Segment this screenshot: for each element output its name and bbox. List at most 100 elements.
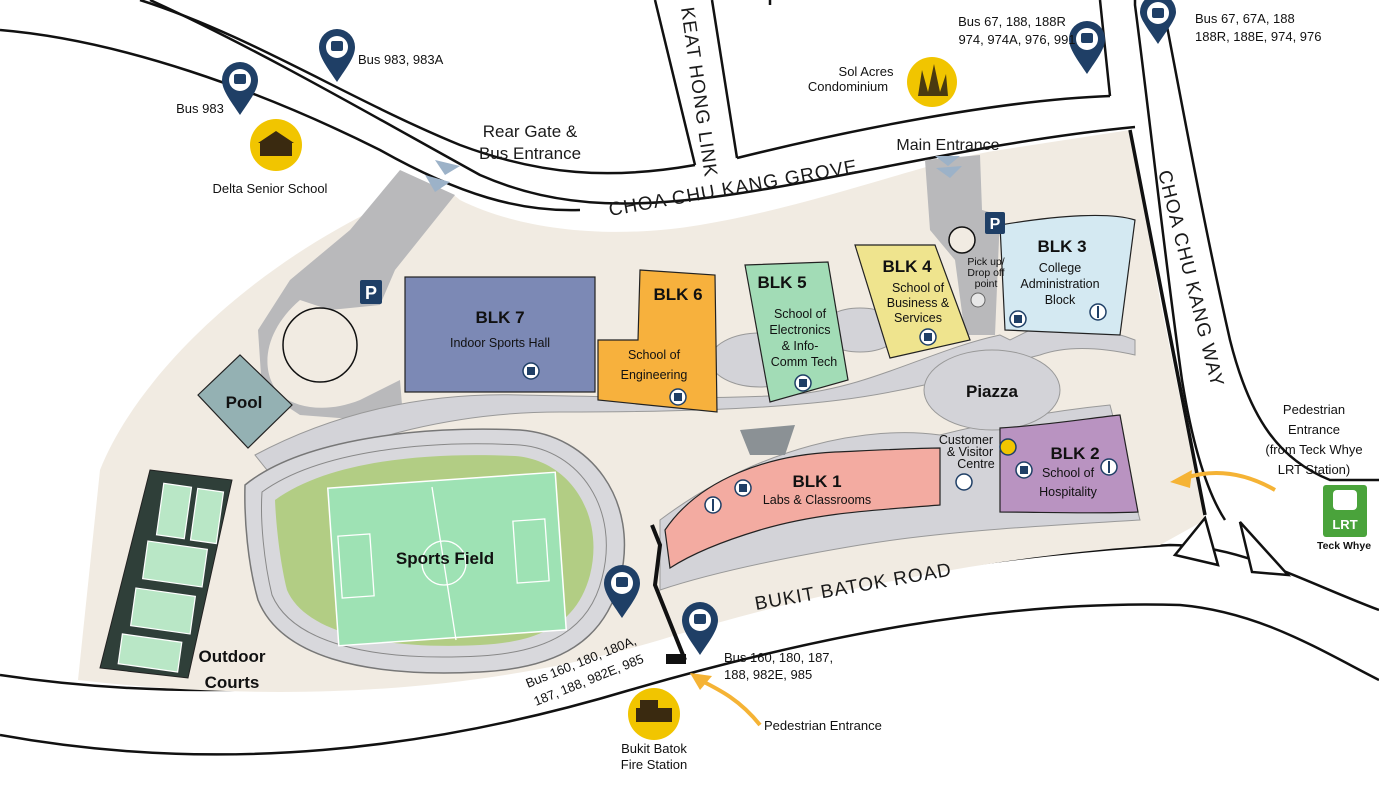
court-3 — [141, 540, 209, 588]
customer-centre-l3: Centre — [957, 457, 995, 471]
bus-pin-bbr-west[interactable] — [604, 565, 640, 618]
blk4-desc-3: Services — [894, 311, 942, 325]
parking-icon-rear: P — [360, 280, 382, 304]
blk7[interactable] — [404, 276, 596, 393]
bus-label-983: Bus 983 — [176, 101, 224, 116]
blk1[interactable] — [664, 447, 941, 570]
south-gate-post — [666, 654, 686, 664]
blk1-desc: Labs & Classrooms — [763, 493, 871, 507]
blk1-name: BLK 1 — [792, 472, 841, 491]
bus-label-way-2: 188R, 188E, 974, 976 — [1195, 29, 1322, 44]
lrt-badge-text: LRT — [1332, 517, 1357, 532]
blk2[interactable] — [999, 414, 1139, 514]
blk5[interactable] — [744, 261, 849, 403]
pool[interactable] — [197, 354, 293, 449]
road-keat-hong-east — [710, 0, 739, 159]
sports-field-label: Sports Field — [396, 549, 494, 568]
delta-school-icon — [250, 119, 302, 171]
lift-icon-blk2 — [1015, 461, 1033, 479]
svg-text:P: P — [990, 216, 1001, 233]
fire-station-label-1: Bukit Batok — [621, 741, 687, 756]
road-edge-north-inner — [0, 28, 581, 212]
lift-icon-blk4 — [919, 328, 937, 346]
lift-icon-blk5 — [794, 374, 812, 392]
main-roundabout — [948, 226, 976, 254]
road-edge-north — [149, 0, 1136, 205]
blk7-name: BLK 7 — [475, 308, 524, 327]
ped-south-label: Pedestrian Entrance — [764, 718, 882, 733]
dropoff-icon — [970, 292, 986, 308]
campus-east-boundary — [1128, 129, 1207, 516]
piazza-label: Piazza — [966, 382, 1019, 401]
field-pitch[interactable] — [326, 471, 568, 647]
svg-text:P: P — [365, 283, 377, 303]
ped-east-arrowhead — [1170, 470, 1192, 488]
bus-label-grove-1: Bus 67, 188, 188R — [958, 14, 1066, 29]
blk6[interactable] — [597, 269, 718, 413]
field-centre-circle — [421, 540, 467, 586]
pool-label: Pool — [226, 393, 263, 412]
ped-east-arrow — [1184, 471, 1276, 492]
blk5-desc-3: & Info- — [782, 339, 819, 353]
customer-centre-l1: Customer — [939, 433, 993, 447]
sol-acres-icon — [907, 57, 957, 107]
bus-pin-bbr-east[interactable] — [682, 602, 718, 655]
ped-south-arrowhead — [690, 673, 712, 690]
delta-school-label: Delta Senior School — [213, 181, 328, 196]
blk2-name: BLK 2 — [1050, 444, 1099, 463]
main-entrance-label: Main Entrance — [896, 137, 999, 154]
blk2-desc-1: School of — [1042, 466, 1095, 480]
junction-island-1 — [1172, 515, 1220, 567]
accessibility-icon — [955, 473, 973, 491]
field-halfway — [431, 486, 457, 641]
dining-icon-blk3 — [1089, 303, 1107, 321]
court-5 — [117, 633, 183, 673]
field-box-right — [512, 518, 550, 584]
road-way-east — [1160, 0, 1379, 482]
connector-blk1 — [740, 425, 795, 455]
blk3-desc-3: Block — [1045, 293, 1076, 307]
bus-pin-grove[interactable] — [1069, 21, 1105, 74]
customer-centre-l2: & Visitor — [947, 445, 993, 459]
court-1 — [155, 482, 193, 540]
blk3-desc-1: College — [1039, 261, 1081, 275]
dining-icon-blk1 — [704, 496, 722, 514]
bus-label-bbr-east-1: Bus 160, 180, 187, — [724, 650, 833, 665]
bus-label-983a: Bus 983, 983A — [358, 52, 444, 67]
field-box-left — [337, 533, 375, 599]
blk6-name: BLK 6 — [653, 285, 702, 304]
main-entrance-chevron-2 — [936, 166, 962, 178]
road-bbr-south — [0, 603, 1379, 756]
bus-label-grove-2: 974, 974A, 976, 991 — [958, 32, 1075, 47]
blk3-name: BLK 3 — [1037, 237, 1086, 256]
blk5-name: BLK 5 — [757, 273, 806, 292]
ped-east-1: Pedestrian — [1283, 402, 1345, 417]
blk4[interactable] — [854, 244, 971, 359]
pickup-l2: Drop off — [967, 267, 1004, 279]
road-keat-hong-west — [653, 0, 697, 166]
blk5-desc-1: School of — [774, 307, 827, 321]
lrt-station-label: Teck Whye — [1317, 540, 1371, 552]
lift-icon-blk7 — [522, 362, 540, 380]
road-edge-grove-top-east — [736, 94, 1111, 160]
rear-gate-chevron-1 — [435, 160, 460, 175]
bus-label-way-1: Bus 67, 67A, 188 — [1195, 11, 1295, 26]
bus-pin-983a[interactable] — [319, 29, 355, 82]
road-way-west — [1133, 0, 1227, 521]
info-icon-customer-centre — [999, 438, 1017, 456]
blk3-desc-2: Administration — [1020, 277, 1099, 291]
ped-east-4: LRT Station) — [1278, 462, 1351, 477]
blk5-desc-2: Electronics — [769, 323, 830, 337]
parking-icon-main: P — [985, 212, 1005, 234]
bus-pin-way[interactable] — [1140, 0, 1176, 44]
lrt-icon: LRT — [1323, 485, 1367, 537]
piazza — [923, 349, 1061, 431]
fire-station-label-2: Fire Station — [621, 757, 687, 772]
court-4 — [129, 587, 197, 635]
road-top-block — [768, 0, 1112, 97]
rear-gate-label-2: Bus Entrance — [479, 144, 581, 163]
bus-pin-983[interactable] — [222, 62, 258, 115]
road-edge-grove-top — [139, 0, 696, 175]
ped-south-arrow — [699, 678, 762, 727]
